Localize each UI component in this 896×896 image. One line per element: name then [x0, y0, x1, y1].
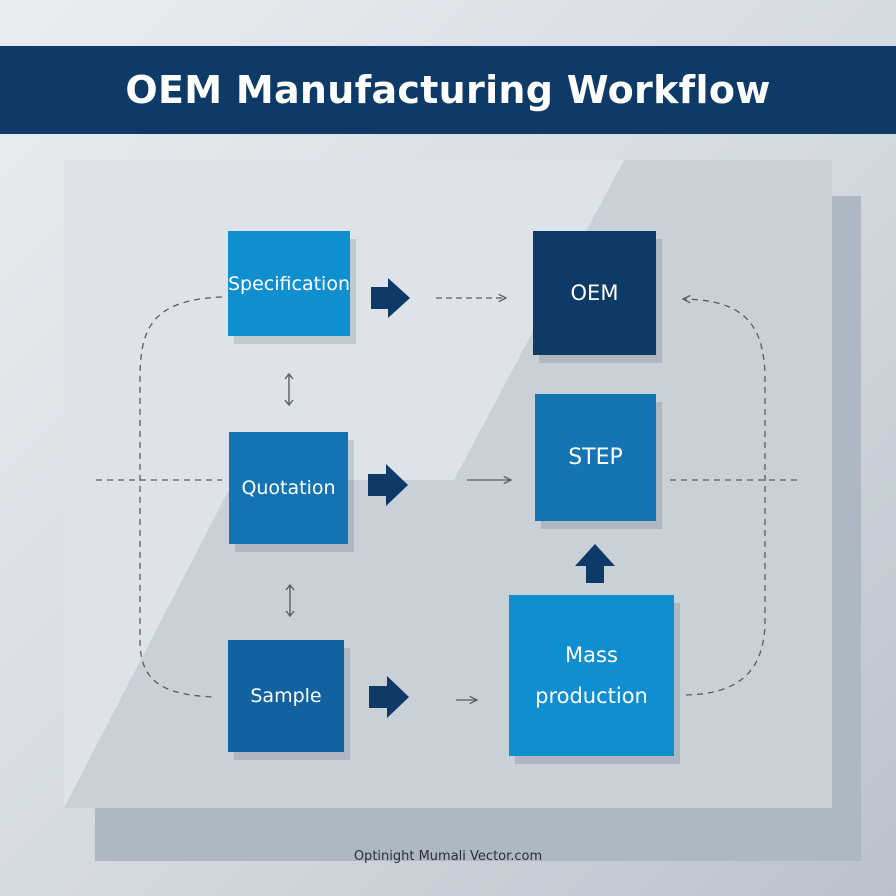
node-mass-production-label-1: Mass [565, 642, 618, 667]
node-sample: Sample [228, 640, 344, 752]
double-arrow-spec-quote [284, 372, 294, 407]
footer-credit: Optinight Mumali Vector.com [353, 849, 543, 864]
block-arrow-spec-icon [371, 278, 410, 318]
right-loop-connector [683, 299, 766, 696]
node-oem-label: OEM [570, 281, 619, 305]
node-quotation: Quotation [229, 432, 348, 544]
node-step-label: STEP [568, 445, 623, 470]
node-mass-production: Mass production [509, 595, 674, 756]
left-loop-connector [139, 296, 223, 698]
page-title: OEM Manufacturing Workflow [125, 68, 771, 112]
double-arrow-quote-sample [285, 583, 295, 618]
node-oem: OEM [533, 231, 656, 355]
node-step: STEP [535, 394, 656, 521]
node-specification: Specification [228, 231, 350, 336]
block-arrow-sample-icon [369, 676, 409, 718]
node-quotation-label: Quotation [241, 477, 336, 499]
node-sample-label: Sample [250, 685, 322, 707]
node-mass-production-label-2: production [535, 683, 648, 708]
node-specification-label: Specification [228, 272, 350, 295]
block-arrow-up-icon [575, 544, 615, 583]
block-arrow-quote-icon [368, 464, 408, 506]
title-banner: OEM Manufacturing Workflow [0, 46, 896, 134]
